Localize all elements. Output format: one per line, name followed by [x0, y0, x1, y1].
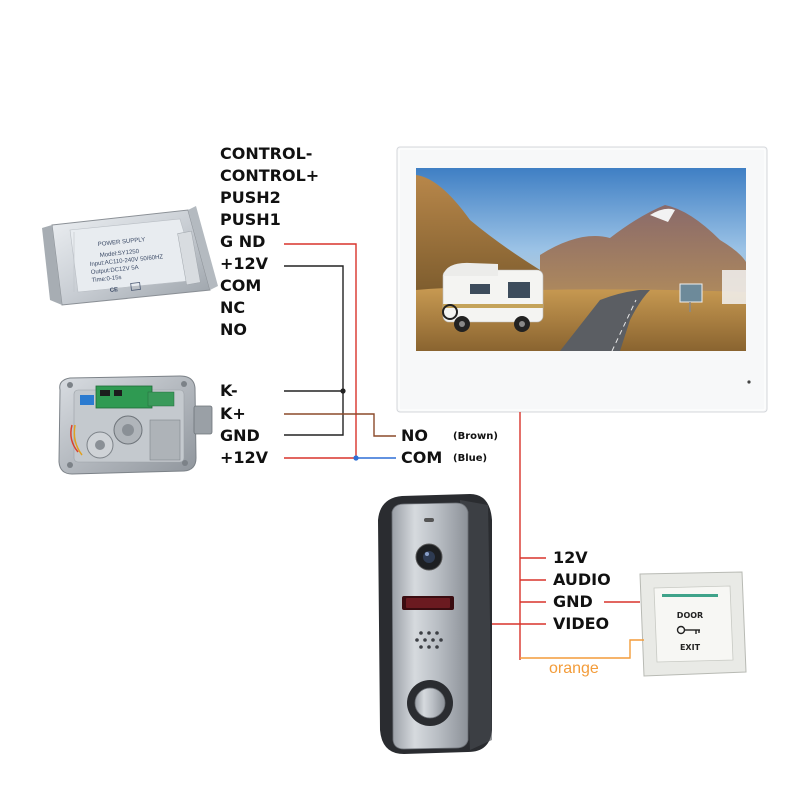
wire-orange [520, 639, 644, 659]
outdoor-terminal-12v: 12V [553, 548, 588, 567]
lock-terminal-gnd: GND [220, 426, 260, 445]
orange-wire-label: orange [549, 660, 599, 677]
outdoor-terminal-gnd: GND [553, 592, 593, 611]
psu-terminal-12v: +12V [220, 254, 269, 273]
psu-terminal-com: COM [220, 276, 262, 295]
psu-marks: CE [110, 287, 119, 294]
motorhome-icon [442, 262, 544, 332]
lock-terminal-k-minus: K- [220, 381, 238, 400]
outdoor-camera [378, 494, 492, 754]
psu-terminal-push2: PUSH2 [220, 188, 281, 207]
monitor-screen [416, 168, 746, 352]
monitor-relay-no-color: (Brown) [453, 431, 498, 442]
exit-button-line2: EXIT [680, 643, 701, 652]
psu-terminal-control-minus: CONTROL- [220, 144, 313, 163]
lock-terminal-12v: +12V [220, 448, 269, 467]
psu-output: Output:DC12V 5A [91, 265, 139, 276]
power-supply: POWER SUPPLY Model:SY1250 Input:AC110-24… [42, 206, 218, 306]
speaker-grille-icon [415, 631, 443, 649]
psu-time: Time:0-15s [92, 275, 122, 284]
electric-lock [58, 375, 213, 475]
outdoor-terminal-video: VIDEO [553, 614, 610, 633]
wire-junctions [340, 388, 359, 461]
wire-lock-k-minus [284, 265, 344, 392]
lock-terminal-k-plus: K+ [220, 404, 246, 423]
monitor-relay-com-color: (Blue) [453, 453, 488, 464]
psu-title: POWER SUPPLY [98, 237, 146, 248]
psu-model: Model:SY1250 [100, 249, 140, 259]
psu-terminal-push1: PUSH1 [220, 210, 281, 229]
psu-terminal-strip-icon [177, 230, 201, 286]
monitor-indicator-led-icon [747, 380, 751, 384]
outdoor-terminal-audio: AUDIO [553, 570, 611, 589]
monitor-relay-no: NO [401, 426, 428, 445]
psu-terminal-control-plus: CONTROL+ [220, 166, 320, 185]
psu-terminal-no: NO [220, 320, 247, 339]
wires [284, 243, 644, 660]
key-icon [676, 625, 700, 635]
psu-terminal-nc: NC [220, 298, 246, 317]
psu-terminal-gnd: G ND [220, 232, 266, 251]
exit-button-line1: DOOR [677, 611, 703, 620]
wire-lock-12v [284, 243, 357, 459]
wire-brown-no [284, 413, 396, 437]
monitor-relay-com: COM [401, 448, 443, 467]
exit-button: DOOR EXIT [639, 571, 747, 677]
wire-lock-gnd [284, 391, 344, 436]
indoor-monitor [396, 146, 768, 413]
